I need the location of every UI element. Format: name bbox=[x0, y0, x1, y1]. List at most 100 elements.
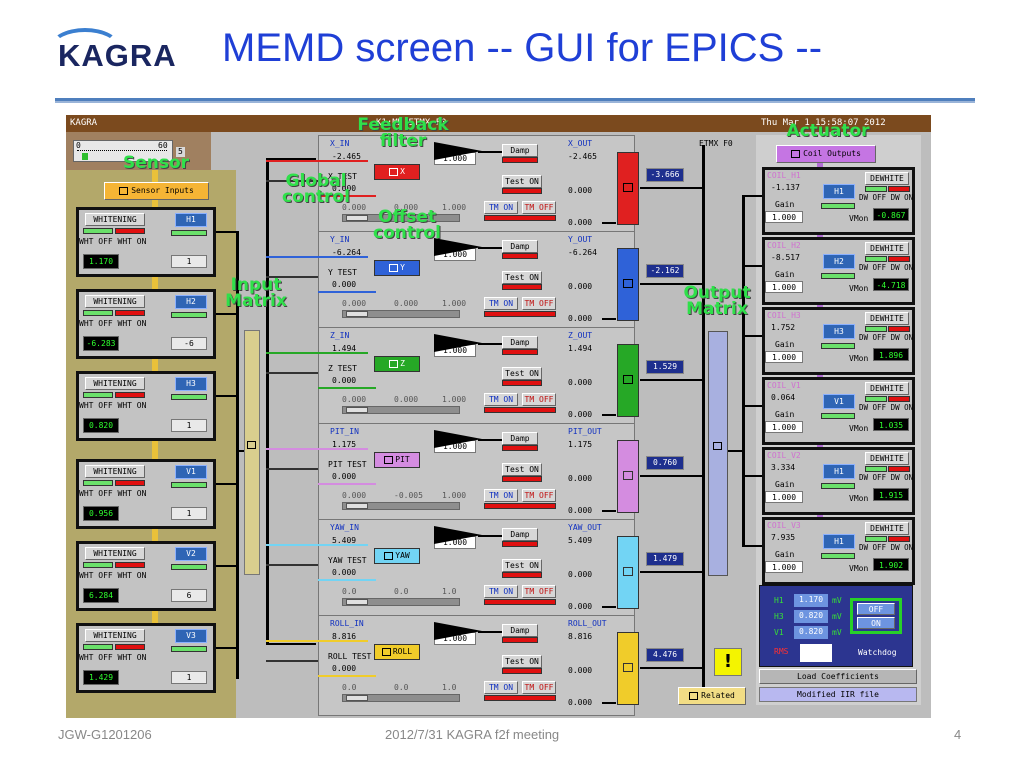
slider-handle[interactable] bbox=[346, 695, 368, 701]
coil-gain[interactable]: 1.000 bbox=[765, 351, 803, 363]
coil-channel-button[interactable]: H1 bbox=[823, 184, 855, 199]
output-matrix-block[interactable] bbox=[708, 331, 728, 576]
damp-button[interactable]: Damp bbox=[502, 432, 538, 445]
filter-button[interactable]: PIT bbox=[374, 452, 420, 468]
tm-off-button[interactable]: TM OFF bbox=[522, 297, 556, 310]
dof-output-block[interactable] bbox=[617, 440, 639, 513]
tm-on-button[interactable]: TM ON bbox=[484, 681, 518, 694]
window-icon bbox=[623, 183, 633, 192]
damp-button[interactable]: Damp bbox=[502, 144, 538, 157]
filter-button[interactable]: YAW bbox=[374, 548, 420, 564]
test-on-button[interactable]: Test ON bbox=[502, 175, 542, 188]
sensor-gain[interactable]: 1 bbox=[171, 255, 207, 268]
damp-button[interactable]: Damp bbox=[502, 528, 538, 541]
whitening-button[interactable]: WHITENING bbox=[85, 629, 145, 642]
coil-outputs-button[interactable]: Coil Outputs bbox=[776, 145, 876, 163]
dof-output-block[interactable] bbox=[617, 632, 639, 705]
sensor-slider[interactable]: 0 60 bbox=[73, 140, 173, 162]
channel-button[interactable]: H2 bbox=[175, 295, 207, 309]
coil-gain[interactable]: 1.000 bbox=[765, 491, 803, 503]
offset-slider[interactable] bbox=[342, 310, 460, 318]
coil-channel-button[interactable]: H1 bbox=[823, 534, 855, 549]
channel-button[interactable]: V1 bbox=[175, 465, 207, 479]
damp-button[interactable]: Damp bbox=[502, 336, 538, 349]
coil-gain[interactable]: 1.000 bbox=[765, 281, 803, 293]
tm-off-button[interactable]: TM OFF bbox=[522, 585, 556, 598]
offset-slider[interactable] bbox=[342, 406, 460, 414]
coil-channel-button[interactable]: H3 bbox=[823, 324, 855, 339]
coil-channel-button[interactable]: V1 bbox=[823, 394, 855, 409]
sensor-gain[interactable]: 1 bbox=[171, 419, 207, 432]
tm-off-button[interactable]: TM OFF bbox=[522, 393, 556, 406]
sensor-gain[interactable]: 6 bbox=[171, 589, 207, 602]
whitening-button[interactable]: WHITENING bbox=[85, 377, 145, 390]
test-on-button[interactable]: Test ON bbox=[502, 463, 542, 476]
coil-gain[interactable]: 1.000 bbox=[765, 211, 803, 223]
filter-label: Y bbox=[400, 263, 405, 272]
channel-button[interactable]: H1 bbox=[175, 213, 207, 227]
slider-handle[interactable] bbox=[346, 215, 368, 221]
tm-on-button[interactable]: TM ON bbox=[484, 489, 518, 502]
slider-handle[interactable] bbox=[346, 407, 368, 413]
sensor-gain[interactable]: 1 bbox=[171, 671, 207, 684]
coil-gain[interactable]: 1.000 bbox=[765, 561, 803, 573]
dewhite-button[interactable]: DEWHITE bbox=[865, 382, 909, 395]
filter-button[interactable]: Z bbox=[374, 356, 420, 372]
dewhite-button[interactable]: DEWHITE bbox=[865, 452, 909, 465]
gain-out-line bbox=[478, 343, 502, 345]
related-button[interactable]: Related bbox=[678, 687, 746, 705]
filter-button[interactable]: Y bbox=[374, 260, 420, 276]
test-on-button[interactable]: Test ON bbox=[502, 655, 542, 668]
sensor-inputs-button[interactable]: Sensor Inputs bbox=[104, 182, 209, 200]
input-matrix-block[interactable] bbox=[244, 330, 260, 575]
dof-output-block[interactable] bbox=[617, 248, 639, 321]
offset-slider[interactable] bbox=[342, 694, 460, 702]
sensor-gain[interactable]: 1 bbox=[171, 507, 207, 520]
slider-handle[interactable] bbox=[346, 599, 368, 605]
whitening-button[interactable]: WHITENING bbox=[85, 213, 145, 226]
coil-channel-button[interactable]: H2 bbox=[823, 254, 855, 269]
dof-output-block[interactable] bbox=[617, 536, 639, 609]
tm-on-button[interactable]: TM ON bbox=[484, 201, 518, 214]
test-on-button[interactable]: Test ON bbox=[502, 559, 542, 572]
sensor-gain[interactable]: -6 bbox=[171, 337, 207, 350]
test-on-button[interactable]: Test ON bbox=[502, 271, 542, 284]
tm-off-button[interactable]: TM OFF bbox=[522, 681, 556, 694]
offset-slider[interactable] bbox=[342, 502, 460, 510]
whitening-button[interactable]: WHITENING bbox=[85, 547, 145, 560]
channel-button[interactable]: V2 bbox=[175, 547, 207, 561]
watchdog-row: V1 0.820 mV bbox=[760, 626, 850, 640]
filter-button[interactable]: ROLL bbox=[374, 644, 420, 660]
damp-button[interactable]: Damp bbox=[502, 240, 538, 253]
offset-slider[interactable] bbox=[342, 598, 460, 606]
slider-thumb[interactable] bbox=[82, 153, 88, 160]
channel-button[interactable]: V3 bbox=[175, 629, 207, 643]
whitening-button[interactable]: WHITENING bbox=[85, 465, 145, 478]
dewhite-button[interactable]: DEWHITE bbox=[865, 242, 909, 255]
tm-on-button[interactable]: TM ON bbox=[484, 393, 518, 406]
channel-button[interactable]: H3 bbox=[175, 377, 207, 391]
dof-output-block[interactable] bbox=[617, 152, 639, 225]
tm-off-button[interactable]: TM OFF bbox=[522, 489, 556, 502]
dof-output-block[interactable] bbox=[617, 344, 639, 417]
slider-handle[interactable] bbox=[346, 311, 368, 317]
warning-icon[interactable]: ! bbox=[714, 648, 742, 676]
dewhite-button[interactable]: DEWHITE bbox=[865, 172, 909, 185]
coil-channel-button[interactable]: H1 bbox=[823, 464, 855, 479]
filter-button[interactable]: X bbox=[374, 164, 420, 180]
dewhite-button[interactable]: DEWHITE bbox=[865, 312, 909, 325]
dewhite-button[interactable]: DEWHITE bbox=[865, 522, 909, 535]
coil-gain[interactable]: 1.000 bbox=[765, 421, 803, 433]
tm-on-button[interactable]: TM ON bbox=[484, 297, 518, 310]
offset-slider[interactable] bbox=[342, 214, 460, 222]
load-coefficients-button[interactable]: Load Coefficients bbox=[759, 669, 917, 684]
watchdog-off-button[interactable]: OFF bbox=[857, 603, 895, 615]
damp-button[interactable]: Damp bbox=[502, 624, 538, 637]
watchdog-on-button[interactable]: ON bbox=[857, 617, 895, 629]
whitening-button[interactable]: WHITENING bbox=[85, 295, 145, 308]
slider-handle[interactable] bbox=[346, 503, 368, 509]
tm-off-button[interactable]: TM OFF bbox=[522, 201, 556, 214]
test-on-button[interactable]: Test ON bbox=[502, 367, 542, 380]
vmon-readout: 1.035 bbox=[873, 418, 909, 431]
tm-on-button[interactable]: TM ON bbox=[484, 585, 518, 598]
